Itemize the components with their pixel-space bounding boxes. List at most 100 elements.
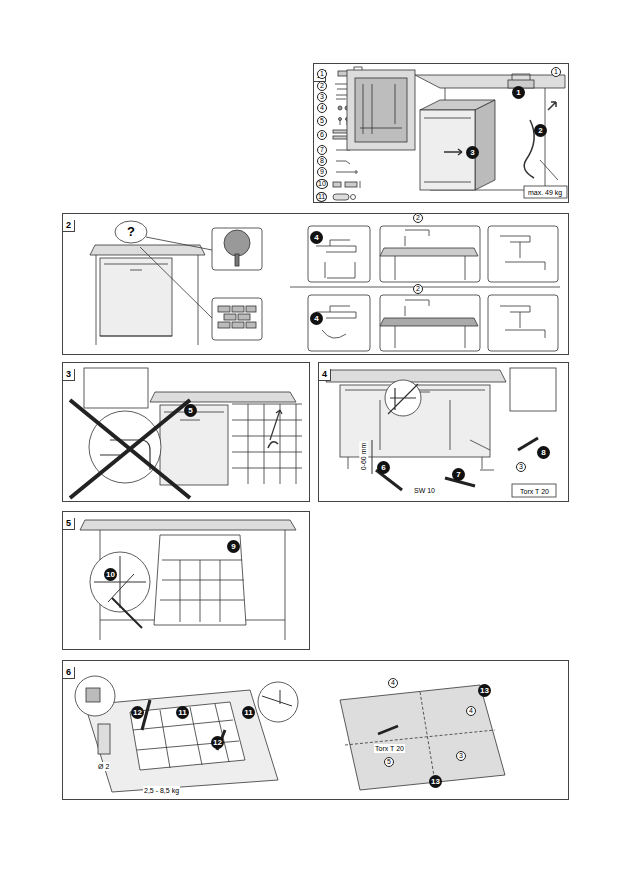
part-number: 3	[317, 92, 327, 102]
panel-2-art-shape	[380, 295, 480, 351]
panel-2-art-shape	[500, 306, 545, 338]
panel-1-art-shape	[347, 70, 415, 150]
callout-number: 1	[512, 86, 525, 99]
callout-number: 6	[377, 461, 390, 474]
panel-1-art-shape	[444, 149, 462, 155]
part-number: 3	[516, 462, 526, 472]
panel-1-art-shape	[524, 120, 534, 178]
callout-number: 5	[184, 404, 197, 417]
part-number: 11	[316, 192, 327, 202]
part-number: 2	[317, 81, 327, 91]
panel-3-art-shape	[232, 404, 302, 484]
panel-2-art-shape	[96, 255, 198, 345]
panel-2-art-shape	[246, 306, 256, 312]
panel-2-art-shape	[115, 221, 147, 243]
callout-number: 9	[227, 540, 240, 553]
note-text: 2,5 - 8,5 kg	[143, 786, 180, 795]
part-number: 10	[316, 179, 328, 189]
panel-1-art-shape	[424, 118, 471, 182]
panel-2-art-shape	[235, 254, 239, 266]
panel-1-art-shape	[336, 161, 350, 164]
panel-5-art-shape	[112, 598, 142, 628]
step-number: 6	[63, 667, 75, 679]
part-number: 6	[317, 130, 327, 140]
callout-number: 12	[131, 706, 144, 719]
panel-4-art-shape	[385, 380, 421, 416]
part-number: 5	[317, 116, 327, 126]
panel-2-art-shape	[380, 318, 478, 326]
panel-2-art-shape	[212, 298, 262, 340]
panel-2-art-shape	[308, 226, 370, 282]
panel-1-art-shape	[524, 186, 567, 198]
panel-5-art-shape	[160, 560, 244, 622]
part-number: 9	[317, 167, 327, 177]
note-text: SW 10	[413, 486, 436, 495]
callout-number: 7	[452, 468, 465, 481]
panel-1-art	[333, 67, 567, 200]
panel-6-art-shape	[345, 692, 495, 782]
step-number: 2	[63, 220, 75, 232]
panel-2-art-shape	[232, 322, 244, 328]
callout-number: 8	[537, 446, 550, 459]
panel-1-art-shape	[336, 170, 358, 174]
note-text: Torx T 20	[374, 744, 405, 753]
panel-5-art-shape	[80, 520, 296, 530]
part-number: 1	[317, 69, 327, 79]
panel-6-art-shape	[378, 726, 398, 734]
part-number: 7	[317, 145, 327, 155]
part-number: 4	[388, 678, 398, 688]
step-number: 4	[319, 369, 331, 381]
panel-1-art-shape	[415, 75, 565, 88]
callout-number: 10	[104, 568, 117, 581]
panel-1-art-shape	[333, 182, 341, 187]
panel-6-art-shape	[133, 704, 239, 768]
part-number: 5	[384, 757, 394, 767]
part-number: 2	[413, 213, 423, 223]
panel-6-art-shape	[262, 690, 292, 706]
note-text: max. 49 kg	[527, 188, 563, 197]
panel-2-art-shape	[140, 237, 212, 318]
panel-2-art-shape	[90, 245, 205, 255]
step-panel: 4	[318, 362, 569, 502]
part-number: 3	[456, 751, 466, 761]
panel-4-art-shape	[372, 440, 373, 474]
part-number: 8	[317, 156, 327, 166]
panel-2-art-shape	[212, 228, 262, 270]
panel-6-art-shape	[85, 690, 278, 792]
panel-3-art	[70, 368, 302, 498]
panel-1-art-shape	[475, 100, 495, 190]
panel-1-art-shape	[548, 102, 556, 110]
panel-2-art-shape	[218, 322, 230, 328]
panel-6-art-shape	[75, 676, 115, 716]
panel-6-art-shape	[98, 724, 110, 754]
step-number: 5	[63, 518, 75, 530]
step-number: 3	[63, 369, 75, 381]
callout-number: 2	[534, 124, 547, 137]
panel-2-art-shape	[308, 295, 370, 351]
part-number: 4	[317, 103, 327, 113]
panel-5-art	[80, 520, 296, 640]
panel-4-art-shape	[326, 370, 506, 382]
panel-5-art-shape	[154, 535, 246, 625]
panel-1-art-shape	[360, 84, 402, 134]
panel-2-art-shape	[218, 306, 230, 312]
panel-2-art-shape	[290, 287, 560, 288]
callout-number: 12	[211, 736, 224, 749]
panel-5-art-shape	[94, 556, 146, 608]
panel-2-art-shape	[100, 258, 172, 336]
panel-2-art-shape	[380, 248, 478, 256]
panel-3-art-shape	[84, 368, 148, 408]
step-panel: 1	[313, 63, 569, 203]
panel-2-art-shape	[224, 314, 236, 320]
callout-number: 11	[176, 706, 189, 719]
panel-1-art-shape	[345, 182, 357, 187]
panel-4-art-shape	[510, 368, 556, 411]
panel-1-art-shape	[333, 194, 349, 200]
panel-2-art-shape	[395, 300, 465, 348]
panel-4-art-shape	[512, 484, 556, 497]
panel-1-art-shape	[360, 181, 361, 188]
step-panel: 6	[62, 660, 569, 800]
panel-2-art	[90, 221, 560, 351]
panel-2-art-shape	[238, 314, 250, 320]
panel-4-art-shape	[388, 384, 418, 414]
